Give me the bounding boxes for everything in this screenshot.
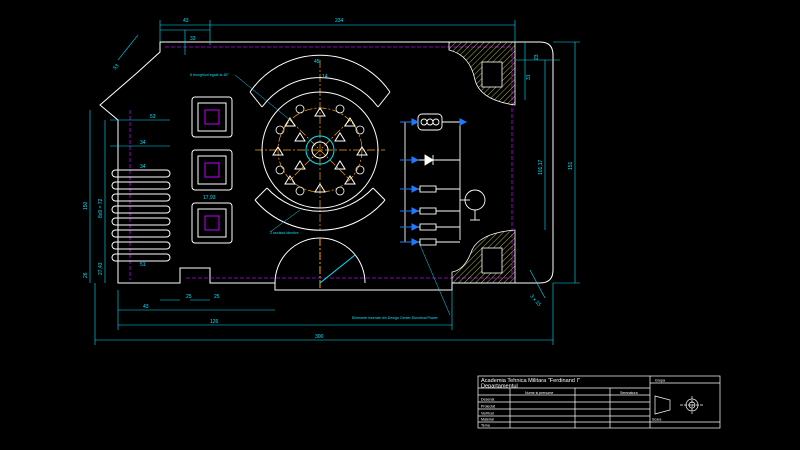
- col-signature-header: Semnatura: [620, 391, 638, 395]
- bottom-semicircle: [274, 237, 366, 290]
- col-name-header: Nume si prenume: [525, 391, 553, 395]
- dim-right-a: 23: [534, 54, 540, 60]
- dim-bottom-c: 25: [214, 294, 220, 300]
- dim-top-center-a: 45: [314, 59, 320, 65]
- dim-right-b: 31: [526, 74, 532, 80]
- row-material: Material: [481, 418, 494, 422]
- scale-label: Scara: [652, 418, 661, 422]
- note-triangles: 8 triunghiuri egale la 45°: [190, 73, 229, 77]
- square-top: [191, 96, 233, 138]
- hatched-corner-bottom: [451, 229, 516, 284]
- row-checked: Verificat: [481, 412, 494, 416]
- square-mid: [191, 149, 233, 191]
- note-electrical: Elemente inserate din Design Center-Elec…: [352, 316, 438, 320]
- school-name: Academia Tehnica Militara "Ferdinand I": [481, 378, 580, 384]
- leader-lines: [234, 74, 451, 316]
- dim-top-span: 234: [335, 18, 344, 24]
- dim-left-b: 34: [140, 140, 146, 146]
- dim-bottom-total: 300: [315, 334, 324, 340]
- dim-left-h3: 27,43: [98, 262, 104, 275]
- dim-left-c: 34: [140, 164, 146, 170]
- dim-left-h1: 150: [83, 201, 89, 210]
- dim-left-a: 53: [150, 114, 156, 120]
- title-block-text: Academia Tehnica Militara "Ferdinand I" …: [481, 378, 665, 428]
- electrical-schematic: [404, 113, 486, 246]
- square-bottom: [191, 202, 233, 244]
- dimension-text: 43 234 33 53 53 34 34 51 150 8x9 = 72 27…: [83, 18, 574, 340]
- dim-right-total: 151: [568, 161, 574, 170]
- small-circles: [275, 104, 365, 196]
- dimension-lines: [89, 20, 580, 345]
- row-designed: Proiectat: [481, 405, 495, 409]
- hatched-corner-top: [448, 41, 516, 106]
- projection-symbol-icon: [654, 395, 704, 415]
- dim-left-h4: 26: [83, 272, 89, 278]
- dim-top-center-b: 14: [322, 74, 328, 80]
- dim-small-box: 17,93: [203, 195, 216, 201]
- hidden-outline: [129, 46, 513, 280]
- dim-left-d: 51: [140, 262, 146, 268]
- dim-bottom-b: 25: [186, 294, 192, 300]
- dim-left-diag: 53: [112, 63, 120, 71]
- note-arc: 2 sectiuni identice: [270, 231, 299, 235]
- dim-right-diag: 3 x 15: [528, 293, 541, 307]
- triangle-ring: [272, 107, 368, 193]
- title-block: [477, 375, 721, 429]
- dim-right-c: 101,17: [538, 159, 544, 175]
- electrical-arrows: [400, 118, 468, 246]
- row-drawn: Desenat: [481, 398, 494, 402]
- annotations: 8 triunghiuri egale la 45° 2 sectiuni id…: [190, 73, 438, 320]
- dim-left-h2: 8x9 = 72: [98, 198, 104, 218]
- dim-bottom-a: 43: [143, 304, 149, 310]
- cooling-fins: [111, 169, 171, 262]
- part-outline: [99, 41, 554, 291]
- dim-top-left: 43: [183, 18, 189, 24]
- dim-top-mid: 33: [190, 36, 196, 42]
- col-group-header: Grupa: [655, 379, 665, 383]
- dim-bottom-d: 126: [210, 319, 219, 325]
- row-theme: Tema: [481, 424, 490, 428]
- center-lines: [255, 60, 385, 230]
- department: Departamentul: [481, 384, 518, 390]
- central-hub: [261, 91, 379, 209]
- arc-sections: [249, 54, 391, 231]
